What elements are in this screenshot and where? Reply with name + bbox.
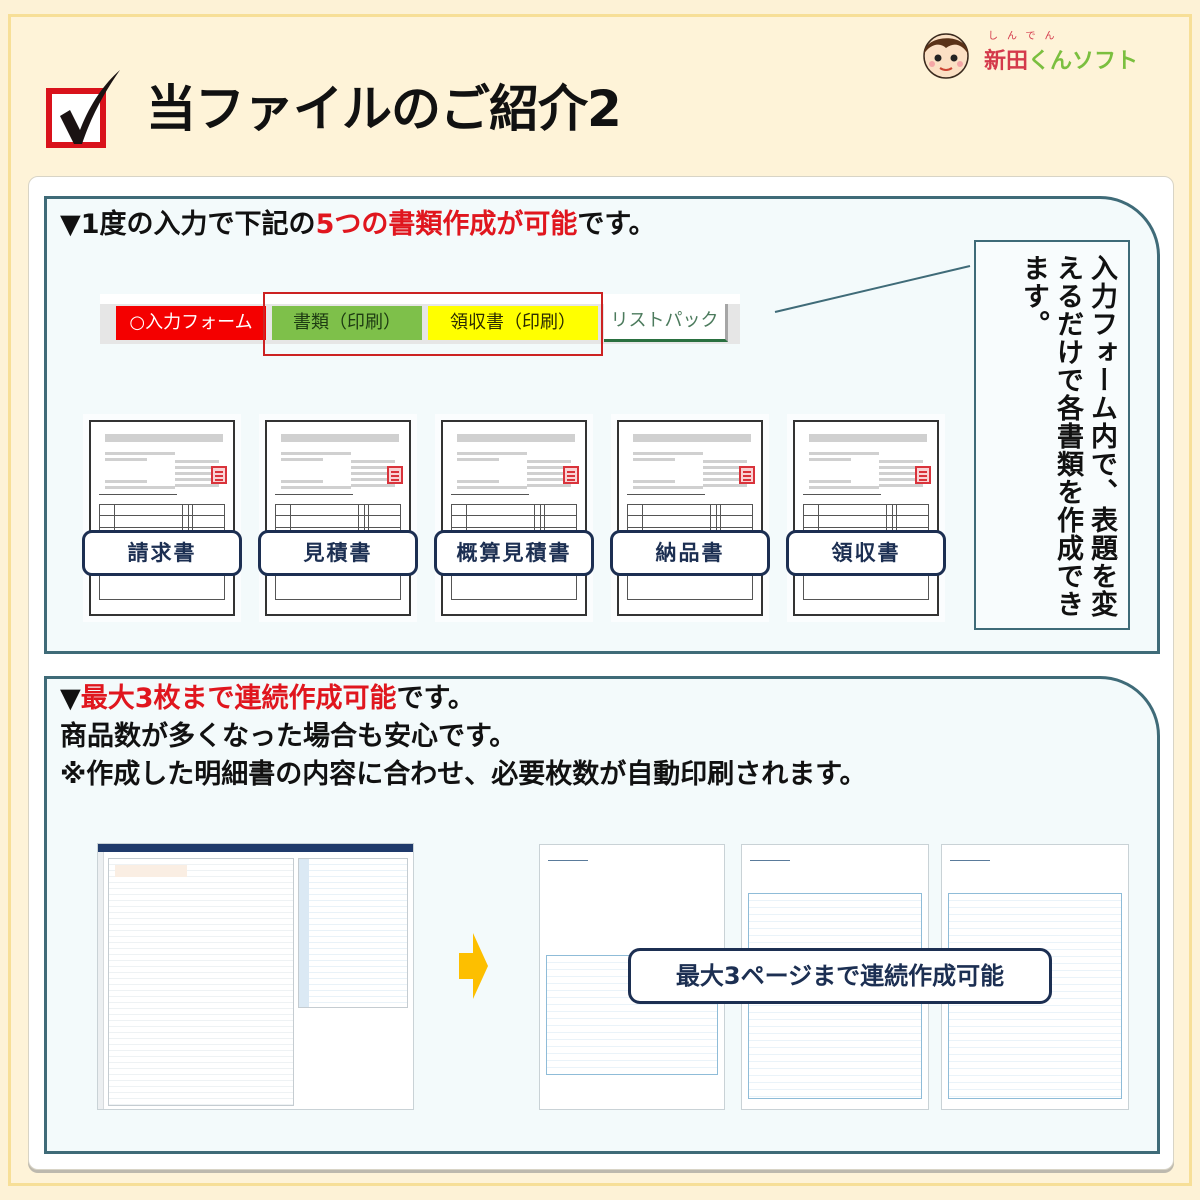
document-thumbnail-icon (793, 420, 939, 616)
section2-line3: ※作成した明細書の内容に合わせ、必要枚数が自動印刷されます。 (60, 759, 867, 790)
doc-label-quotation: 見積書 (258, 530, 418, 576)
document-thumbnail-icon (617, 420, 763, 616)
document-thumbnail-icon (89, 420, 235, 616)
note-text: 入力フォーム内で、表題を変えるだけで各書類を作成できます。 (1018, 254, 1117, 618)
section1-headline: ▼1度の入力で下記の5つの書類作成が可能です。 (60, 209, 656, 240)
document-thumbnail-icon (265, 420, 411, 616)
logo-ruby: しんでん (988, 31, 1064, 42)
tab-receipt-print[interactable]: 領収書（印刷） (428, 306, 598, 340)
logo-rest: くんソフト (1028, 49, 1139, 74)
tab-input-form[interactable]: ○入力フォーム (116, 306, 266, 340)
doc-label-invoice: 請求書 (82, 530, 242, 576)
section2-line1: ▼最大3枚まで連続作成可能です。 (60, 683, 475, 714)
tab-listpack[interactable]: リストパック (604, 304, 728, 342)
tab-documents-print[interactable]: 書類（印刷） (272, 306, 422, 340)
doc-label-receipt: 領収書 (786, 530, 946, 576)
input-form-screenshot (97, 843, 414, 1110)
multi-page-callout: 最大3ページまで連続作成可能 (628, 948, 1052, 1004)
doc-label-rough-quotation: 概算見積書 (434, 530, 594, 576)
tab-highlight-frame (263, 292, 603, 356)
brand-logo: しんでん 新田くんソフト (918, 26, 1138, 82)
arrow-right-icon (459, 933, 488, 999)
logo-kanji: 新田 (984, 49, 1029, 74)
mascot-face-icon (918, 26, 974, 82)
note-box: 入力フォーム内で、表題を変えるだけで各書類を作成できます。 (974, 240, 1130, 630)
page-title: 当ファイルのご紹介2 (140, 79, 627, 139)
section2-line2: 商品数が多くなった場合も安心です。 (60, 721, 517, 752)
connector-line (774, 265, 971, 313)
document-thumbnail-icon (441, 420, 587, 616)
page-header: 当ファイルのご紹介2 (46, 70, 627, 148)
doc-label-delivery-note: 納品書 (610, 530, 770, 576)
checkbox-icon (46, 70, 120, 148)
